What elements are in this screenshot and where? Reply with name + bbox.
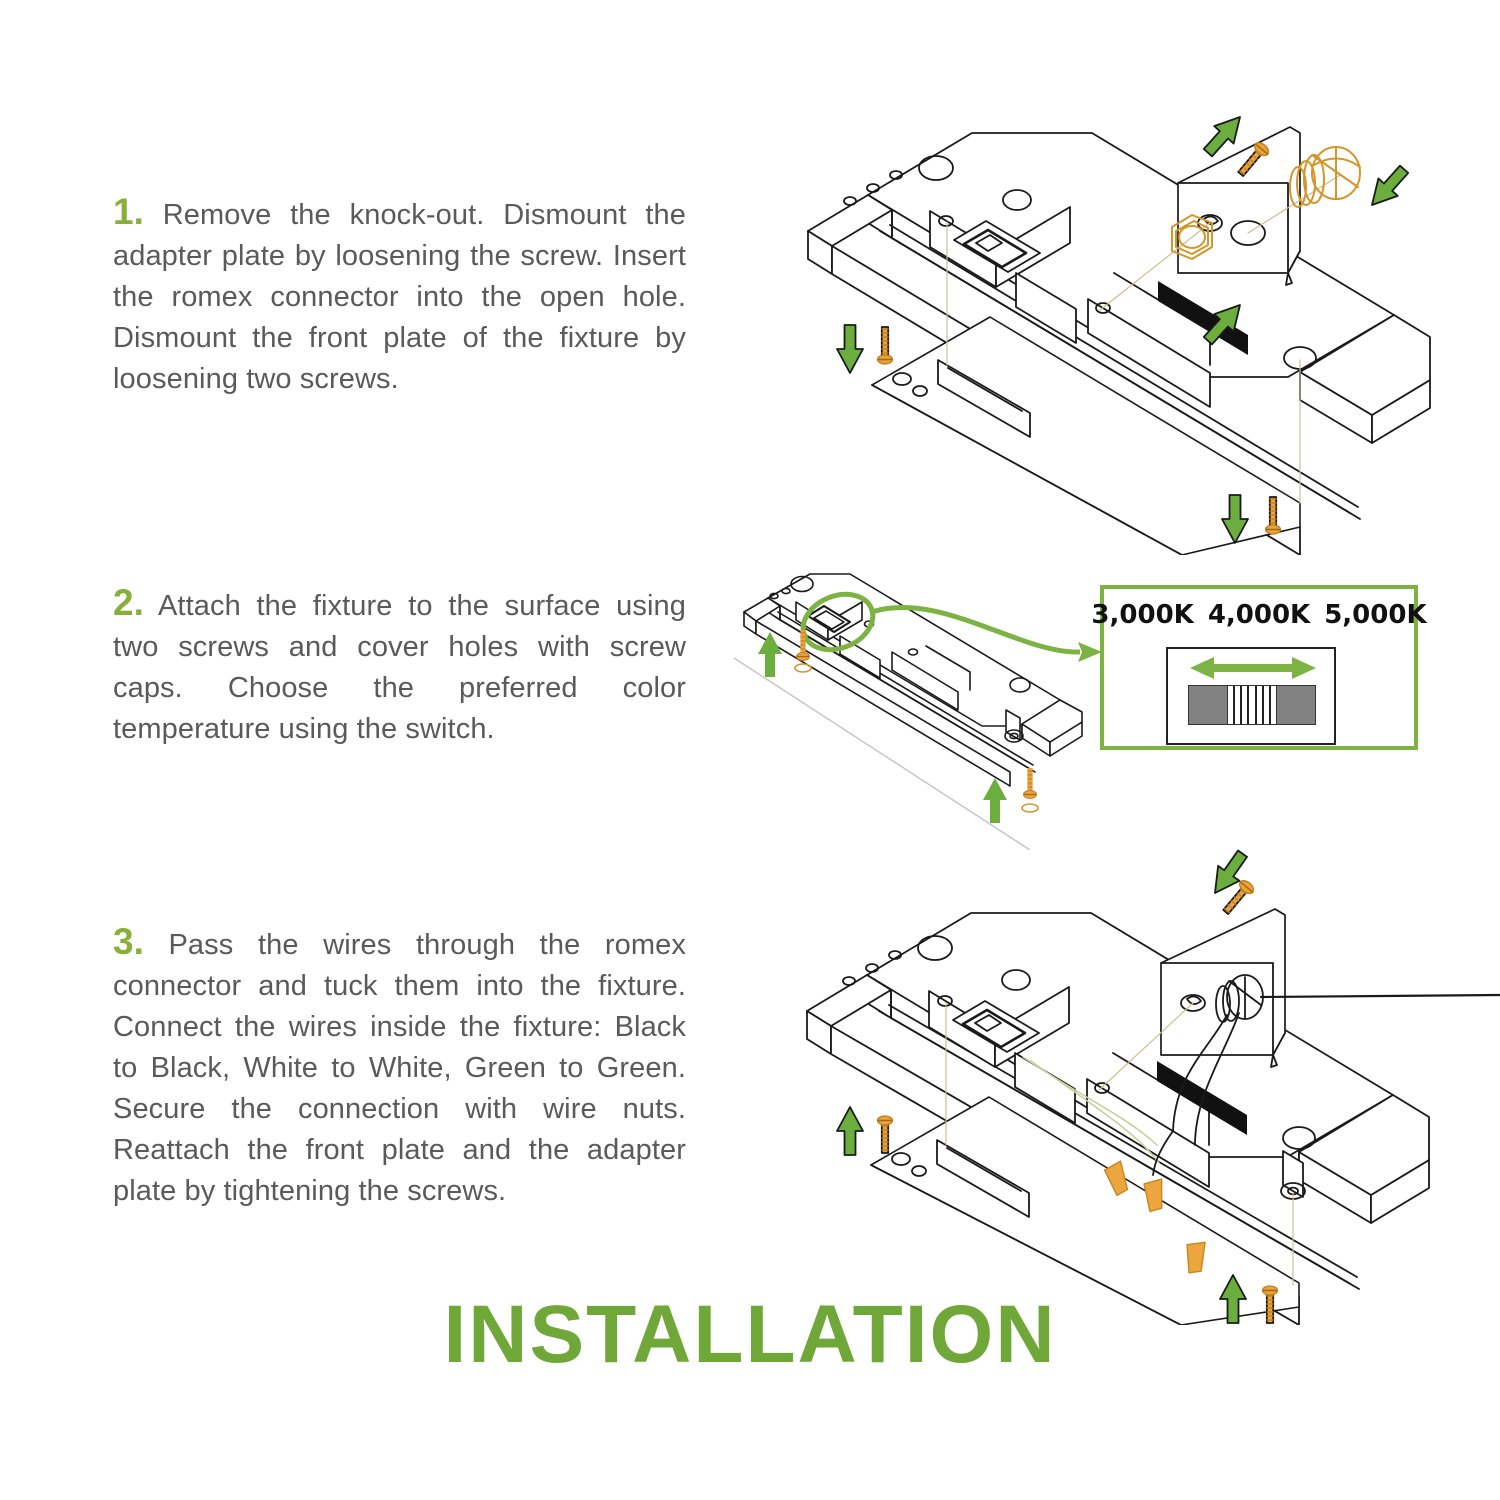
supply-cable <box>1259 993 1500 999</box>
knock-out-hole <box>918 155 954 181</box>
arrow-down-front-plate <box>836 324 864 374</box>
step-1-number: 1. <box>113 191 144 232</box>
screw-cap-right <box>1021 803 1039 813</box>
step-1-body: Remove the knock-out. Dismount the adapt… <box>113 199 686 395</box>
switch-frame <box>1166 647 1336 745</box>
switch-block-right <box>1277 686 1315 724</box>
cct-label-3000k: 3,000K <box>1091 600 1194 630</box>
switch-direction-arrow <box>1190 657 1316 679</box>
adapter-plate <box>1160 908 1286 1068</box>
arrow-up-front-plate <box>836 1106 864 1156</box>
step-2-body: Attach the fixture to the surface using … <box>113 590 687 745</box>
cct-label-row: 3,000K 4,000K 5,000K <box>1091 600 1426 630</box>
step-3-instruction: 3. Pass the wires through the romex conn… <box>113 921 686 1212</box>
page-title: INSTALLATION <box>443 1289 1057 1380</box>
front-plate <box>871 316 1301 555</box>
fixture-housing <box>743 573 1083 787</box>
step-1-diagram <box>807 107 1431 555</box>
screw-left <box>795 629 811 662</box>
step-3-diagram <box>806 845 1500 1325</box>
callout-arrow-head <box>1078 642 1102 662</box>
step-3-number: 3. <box>113 921 144 962</box>
front-plate-screw <box>876 326 894 365</box>
dip-switch-slider[interactable] <box>1188 685 1316 725</box>
step-2-instruction: 2. Attach the fixture to the surface usi… <box>113 582 686 750</box>
screw-cap-left <box>794 663 812 673</box>
callout-curve-arrow <box>871 604 1081 655</box>
romex-connector <box>1289 146 1361 208</box>
step-3-body: Pass the wires through the romex connect… <box>113 929 686 1207</box>
arrow-up-right <box>983 778 1007 823</box>
switch-block-left <box>1189 686 1227 724</box>
lock-nut <box>1171 214 1213 260</box>
step-2-diagram <box>733 573 1102 850</box>
switch-ribbed-center[interactable] <box>1227 686 1277 724</box>
cct-label-5000k: 5,000K <box>1324 600 1427 630</box>
arrow-down-romex <box>1361 159 1415 215</box>
step-2-number: 2. <box>113 582 144 623</box>
cct-label-4000k: 4,000K <box>1207 600 1311 630</box>
mounting-surface-line <box>733 657 1031 850</box>
step-1-instruction: 1. Remove the knock-out. Dismount the ad… <box>113 191 686 400</box>
romex-connector <box>1215 974 1264 1023</box>
front-plate-screw <box>876 1115 894 1154</box>
color-temperature-panel: 3,000K 4,000K 5,000K <box>1091 585 1427 750</box>
adapter-plate <box>1177 126 1301 286</box>
